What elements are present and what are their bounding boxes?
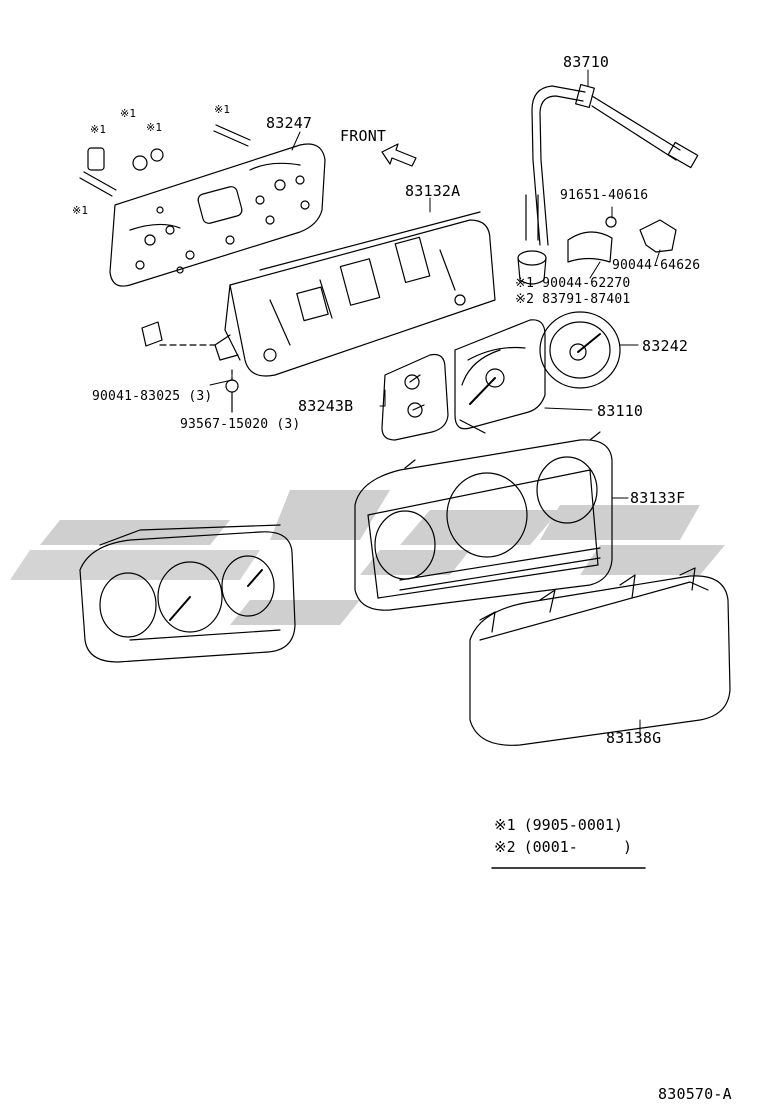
- mark-1-d: ※1: [214, 103, 231, 116]
- legend-row-1: ※1 (9905-0001): [494, 816, 632, 838]
- speedometer-cable: [517, 83, 699, 285]
- part-label-90044-62270: ※1 90044-62270: [515, 276, 631, 291]
- bulbs-and-screws: [79, 124, 251, 197]
- mark-1-a: ※1: [90, 123, 107, 136]
- assembled-cluster: [79, 524, 296, 663]
- tachometer-dial: [539, 311, 621, 389]
- part-label-83243B: 83243B: [298, 397, 354, 415]
- fuel-temp-gauge: [381, 353, 449, 441]
- part-label-83132A: 83132A: [405, 182, 461, 200]
- meter-panel: [354, 431, 613, 611]
- mark-1-c: ※1: [146, 121, 163, 134]
- mark-1-b: ※1: [120, 107, 137, 120]
- legend-text-2: (0001- ): [523, 838, 632, 856]
- legend-mark-1: ※1: [494, 816, 516, 834]
- printed-circuit-board: [109, 143, 326, 287]
- part-label-83242: 83242: [642, 337, 689, 355]
- part-label-90044-64626: 90044-64626: [612, 258, 701, 273]
- leader-lines: [209, 69, 661, 736]
- part-label-91651-40616: 91651-40616: [560, 188, 649, 203]
- front-label: FRONT: [340, 127, 387, 145]
- legend-row-2: ※2 (0001- ): [494, 838, 632, 860]
- speedometer-dial: [454, 319, 546, 434]
- cable-clip: [567, 216, 677, 263]
- legend: ※1 (9905-0001) ※2 (0001- ): [494, 816, 632, 860]
- figure-code: 830570-A: [658, 1085, 732, 1103]
- part-label-83791-87401: ※2 83791-87401: [515, 292, 631, 307]
- part-label-83247: 83247: [266, 114, 313, 132]
- watermark-logo: [10, 490, 725, 625]
- part-label-83133F: 83133F: [630, 489, 686, 507]
- part-label-83138G: 83138G: [606, 729, 662, 747]
- screw-symbol: [225, 379, 239, 393]
- legend-mark-2: ※2: [494, 838, 516, 856]
- part-label-83110: 83110: [597, 402, 644, 420]
- meter-case: [214, 211, 496, 377]
- hex-nut: [141, 321, 163, 347]
- legend-text-1: (9905-0001): [523, 816, 623, 834]
- part-label-93567-15020: 93567-15020 (3): [180, 417, 301, 432]
- part-label-83710: 83710: [563, 53, 610, 71]
- meter-lens: [469, 567, 731, 746]
- front-arrow: [381, 143, 417, 167]
- part-label-90041-83025: 90041-83025 (3): [92, 389, 213, 404]
- mark-1-e: ※1: [72, 204, 89, 217]
